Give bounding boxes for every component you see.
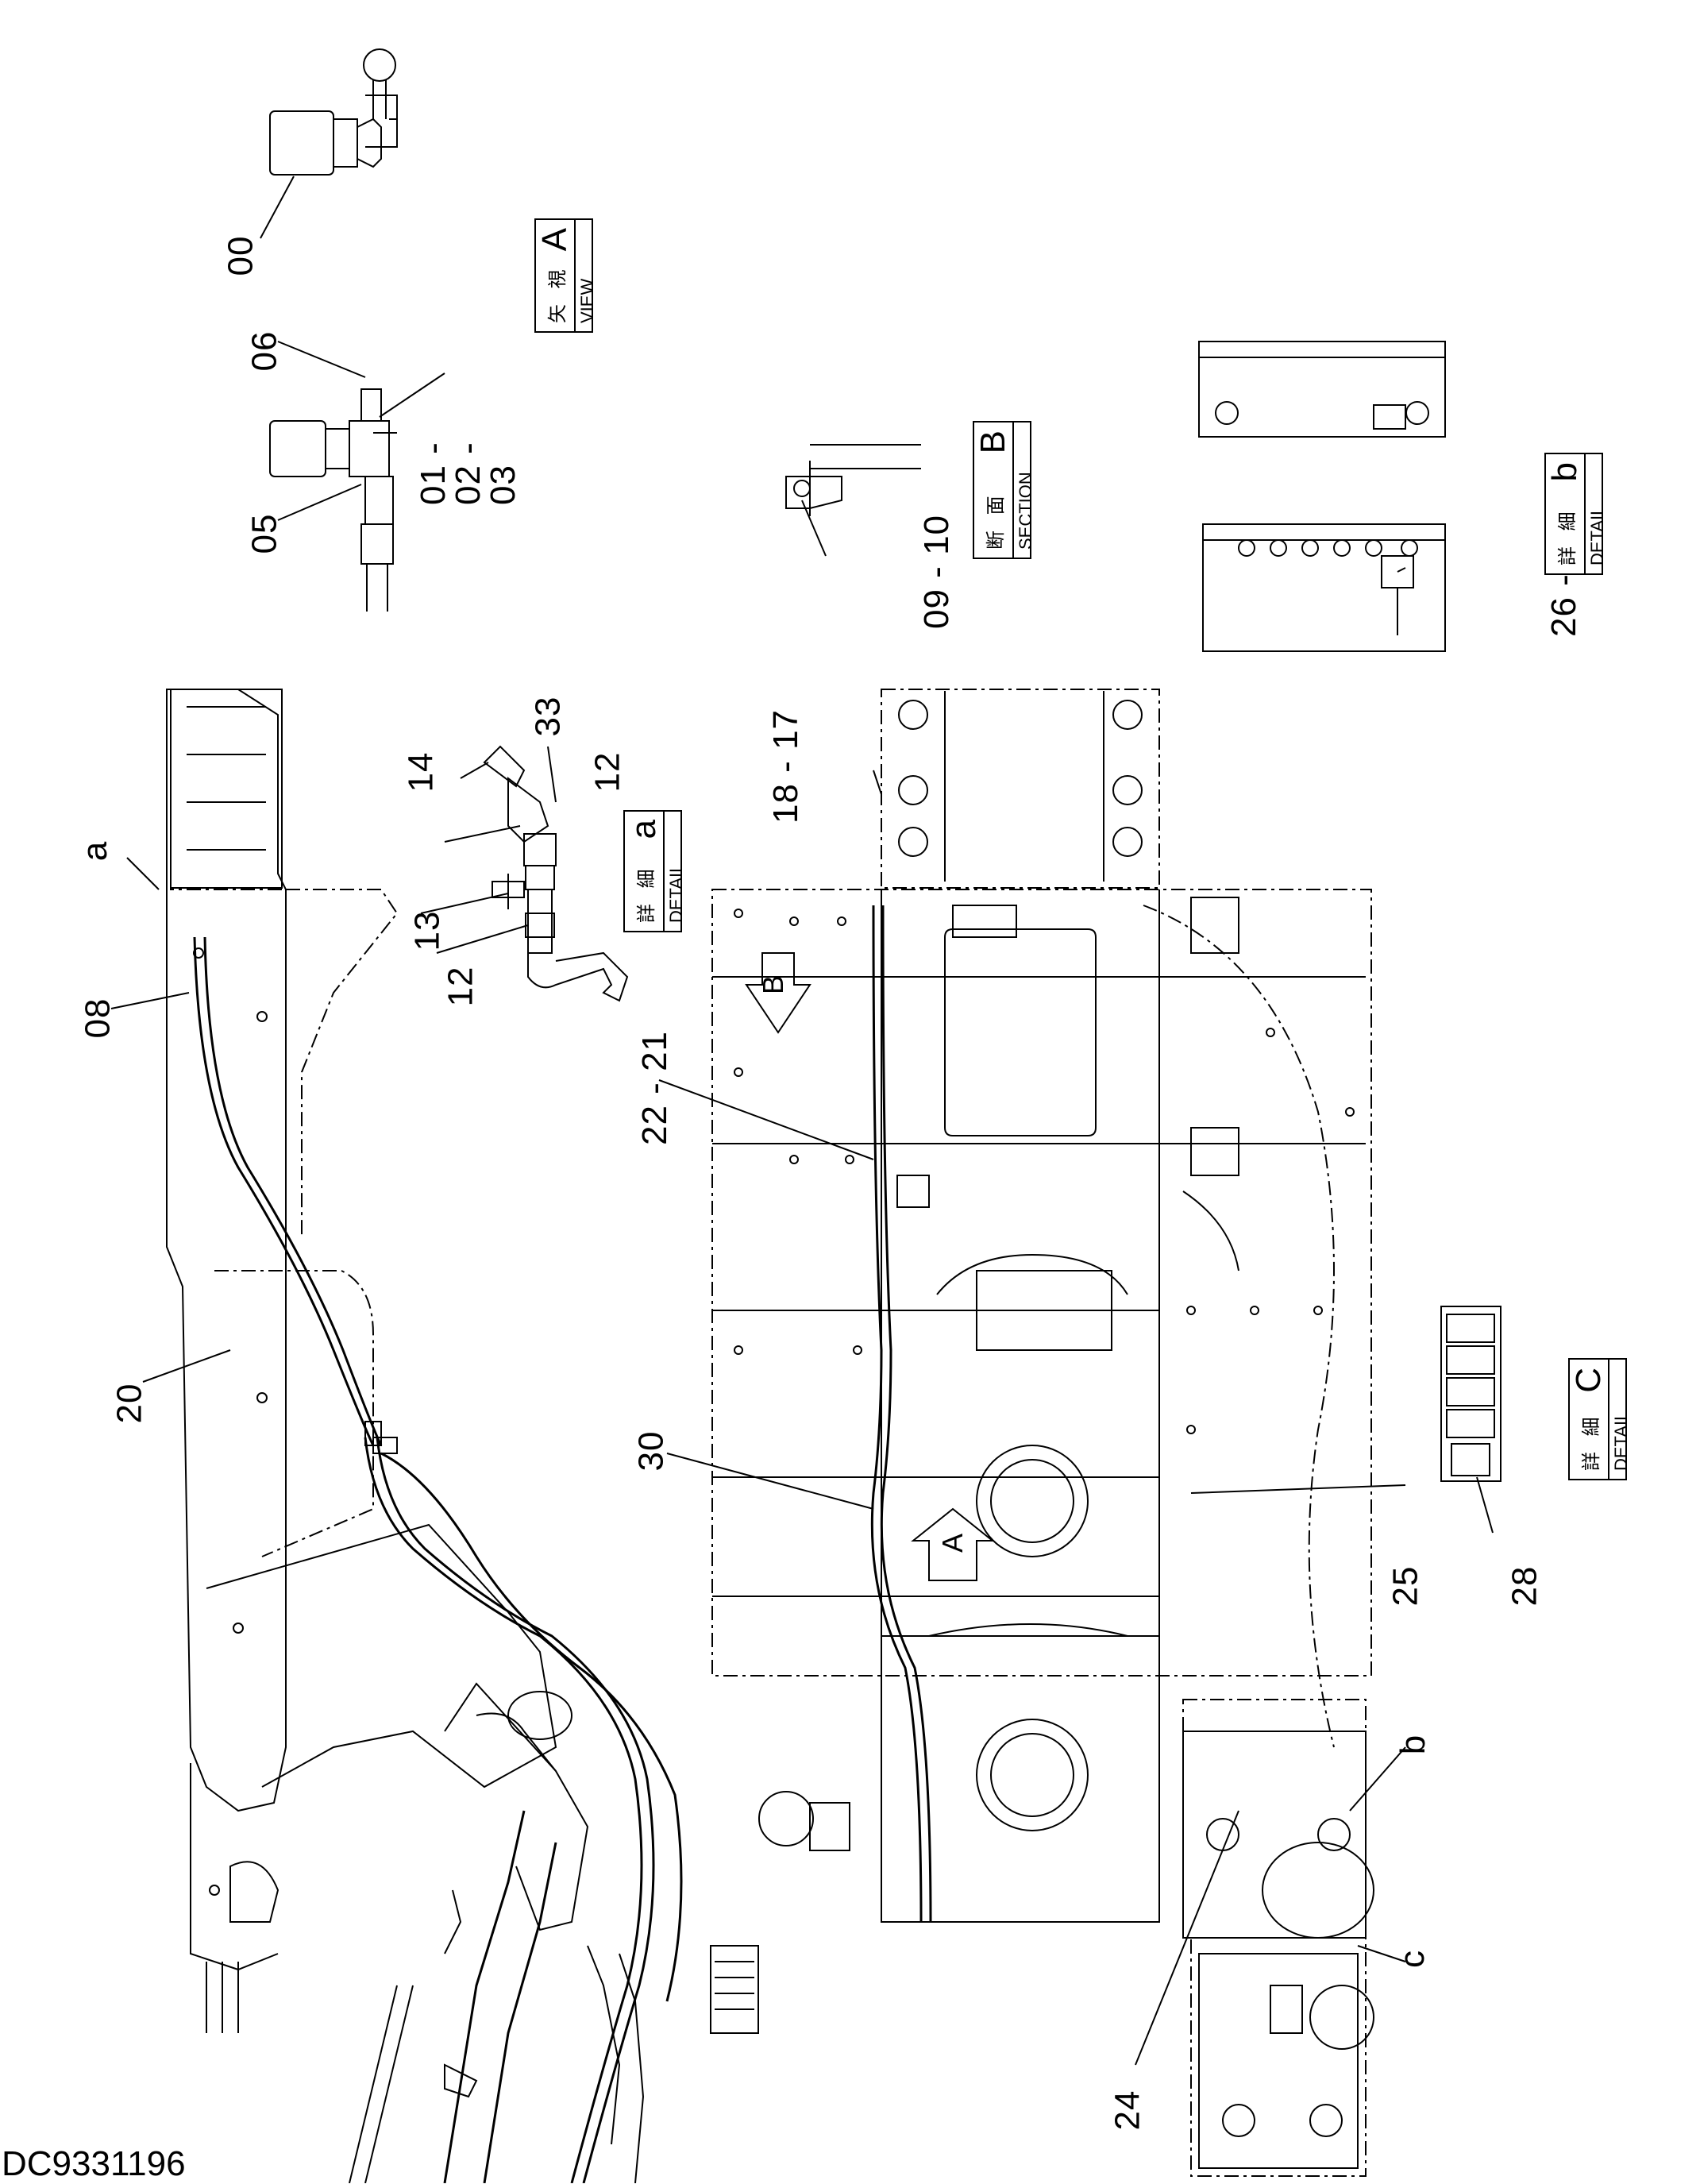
ref-letter-c: c [1393, 1951, 1432, 1968]
fitting-assembly-view-a [269, 388, 397, 612]
main-frame-plan [710, 689, 1374, 2177]
part-number-06: 06 [245, 330, 284, 372]
part-number-13: 13 [407, 910, 447, 951]
part-number-01-03: 01 - 02 - 03 [414, 442, 522, 505]
fitting-assembly-detail-a [483, 745, 629, 1002]
part-number-25: 25 [1386, 1565, 1425, 1607]
part-number-12-lower: 12 [441, 966, 480, 1007]
part-number-00: 00 [221, 235, 260, 276]
ref-letter-b: b [1394, 1734, 1433, 1755]
part-number-09-10: 09 - 10 [917, 514, 956, 629]
component-view-top [269, 48, 398, 176]
part-number-28: 28 [1505, 1565, 1544, 1607]
part-number-20: 20 [110, 1383, 149, 1424]
drawing-id: DC9331196 [2, 2144, 186, 2183]
part-number-30: 30 [631, 1430, 671, 1472]
part-number-24: 24 [1108, 2089, 1147, 2131]
detail-b-box-top [1198, 341, 1446, 438]
part-number-12-upper: 12 [588, 751, 627, 793]
part-number-22-21: 22 - 21 [635, 1030, 674, 1145]
arrow-label-a: A [936, 1533, 970, 1553]
part-number-33: 33 [528, 696, 568, 737]
arrow-label-b: B [757, 974, 790, 995]
part-number-18-17: 18 - 17 [766, 708, 805, 824]
detail-b-box-bottom [1202, 523, 1446, 652]
section-b-part [785, 444, 921, 516]
ref-letter-a: a [75, 841, 115, 862]
detail-c-part [1440, 1306, 1501, 1482]
leader-lines [110, 176, 1494, 2066]
side-frame-assembly [166, 689, 683, 2183]
part-number-05: 05 [245, 513, 284, 554]
part-number-14: 14 [401, 751, 441, 793]
part-number-08: 08 [78, 997, 118, 1039]
